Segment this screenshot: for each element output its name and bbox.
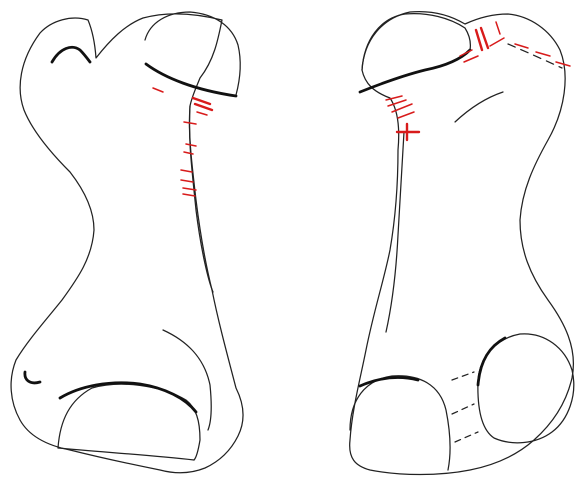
- left-lower-line: [163, 330, 211, 430]
- left-cut-mark: [184, 152, 193, 154]
- left-head-cap: [145, 12, 240, 95]
- left-cut-mark: [153, 88, 163, 92]
- right-cut-mark: [536, 52, 550, 56]
- left-condyle-rim: [60, 383, 196, 412]
- right-top-dashes: [508, 44, 562, 68]
- left-notch-curve: [52, 47, 90, 62]
- right-dash-line: [452, 372, 474, 380]
- left-cut-mark: [186, 144, 196, 146]
- right-cut-mark: [464, 56, 478, 62]
- right-cut-mark: [556, 62, 570, 66]
- left-cut-mark: [181, 180, 193, 182]
- left-shaft-edge: [189, 106, 213, 292]
- right-right-condyle: [478, 334, 574, 443]
- left-cut-marks: [153, 88, 212, 196]
- right-cut-mark: [496, 22, 500, 34]
- left-cut-mark: [197, 112, 207, 115]
- right-left-condyle: [350, 376, 450, 470]
- right-cut-mark: [476, 30, 482, 50]
- left-cut-mark: [183, 194, 195, 196]
- right-inner-curve: [455, 92, 503, 122]
- right-shaft-edge: [386, 132, 404, 332]
- right-bone-view: [350, 12, 574, 475]
- right-right-condyle-rim: [478, 338, 505, 385]
- left-bone-view: [11, 12, 243, 473]
- right-cut-mark: [515, 44, 528, 48]
- left-bottom-bulge: [25, 372, 40, 383]
- left-cut-mark: [184, 122, 196, 124]
- right-dash-line: [452, 404, 474, 414]
- right-head-edge: [360, 50, 470, 92]
- left-condyle-base: [58, 448, 194, 460]
- left-cut-mark: [181, 170, 192, 172]
- right-cut-mark: [398, 112, 414, 118]
- left-bone-outline: [11, 14, 243, 473]
- right-top-cut-marks: [460, 22, 570, 66]
- right-cut-mark: [388, 100, 406, 106]
- right-cut-mark: [481, 28, 488, 48]
- right-cut-mark: [490, 38, 504, 46]
- right-dash-line: [455, 432, 478, 442]
- right-bone-outline: [350, 12, 574, 475]
- right-cut-marks: [386, 96, 419, 140]
- right-condyle-dashes: [452, 372, 478, 442]
